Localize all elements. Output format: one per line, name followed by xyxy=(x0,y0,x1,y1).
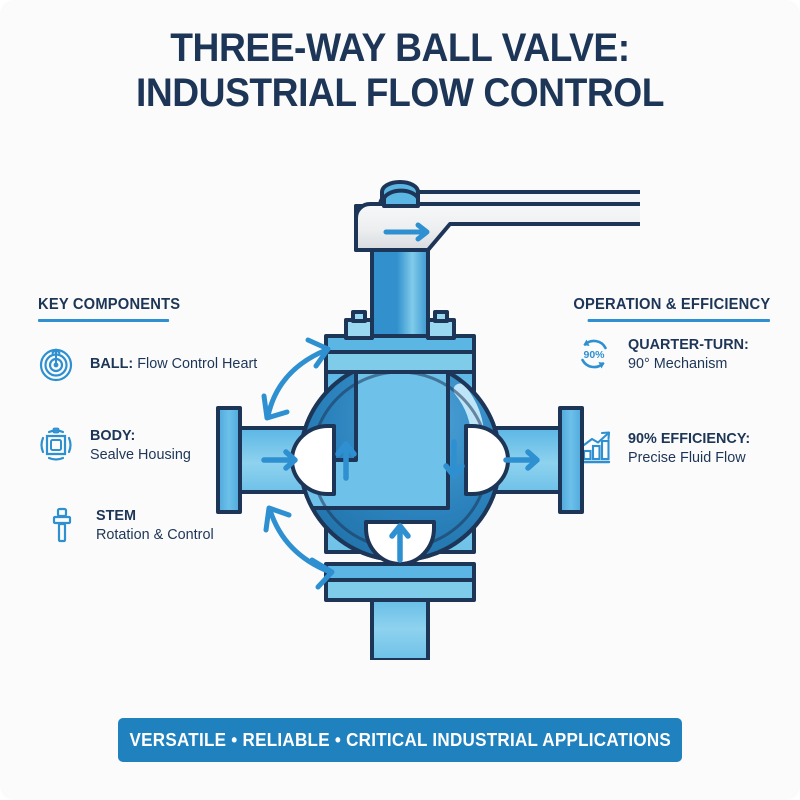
left-seat-arrow xyxy=(335,441,357,481)
feature-quarter-turn: 90% QUARTER-TURN: 90° Mechanism xyxy=(574,334,754,374)
feature-ball-title: BALL: xyxy=(90,355,134,373)
feature-ball-subtitle: Flow Control Heart xyxy=(137,355,258,373)
right-seat xyxy=(464,424,510,496)
right-flow-arrow xyxy=(503,449,540,471)
footer-text: VERSATILE • RELIABLE • CRITICAL INDUSTRI… xyxy=(129,729,671,750)
feature-body-text: BODY: Sealve Housing xyxy=(90,426,191,464)
feature-ball-text: BALL: Flow Control Heart xyxy=(90,354,257,373)
left-flow-arrow xyxy=(261,449,298,471)
feature-stem-text: STEM Rotation & Control xyxy=(96,506,214,544)
heading-underline xyxy=(38,319,170,322)
three-way-ball-valve-diagram xyxy=(216,180,640,660)
left-column-heading-text: KEY COMPONENTS xyxy=(38,296,181,313)
feature-ball: BALL: Flow Control Heart xyxy=(36,344,264,384)
feature-quarter-turn-title: QUARTER-TURN: xyxy=(628,335,749,353)
page-title: THREE-WAY BALL VALVE: INDUSTRIAL FLOW CO… xyxy=(28,26,772,116)
handle-overlay xyxy=(354,188,640,252)
feature-stem: STEM Rotation & Control xyxy=(42,505,219,545)
valve-body-icon xyxy=(40,427,72,461)
feature-quarter-turn-subtitle: 90° Mechanism xyxy=(628,355,728,372)
feature-efficiency-subtitle: Precise Fluid Flow xyxy=(628,449,746,466)
feature-stem-subtitle: Rotation & Control xyxy=(96,526,214,543)
bonnet-flange xyxy=(324,310,476,374)
circular-arrows-90-icon: 90% xyxy=(581,339,607,369)
bottom-port-flange xyxy=(324,562,476,602)
title-line-1: THREE-WAY BALL VALVE: xyxy=(170,26,630,70)
handle-arrow-head xyxy=(415,222,430,242)
feature-body: BODY: Sealve Housing xyxy=(36,425,195,465)
right-column-heading-text: OPERATION & EFFICIENCY xyxy=(573,296,770,313)
heading-underline xyxy=(587,319,770,322)
right-column-heading: OPERATION & EFFICIENCY xyxy=(573,296,770,322)
quarter-turn-icon-label: 90% xyxy=(583,349,605,361)
handle-pivot-cap xyxy=(382,188,420,208)
l-port-bore xyxy=(300,360,450,510)
feature-quarter-turn-text: QUARTER-TURN: 90° Mechanism xyxy=(628,335,749,373)
stem-icon xyxy=(52,507,72,543)
feature-body-title: BODY: xyxy=(90,426,136,444)
right-seat-arrow xyxy=(443,439,465,479)
left-column-heading: KEY COMPONENTS xyxy=(38,296,180,322)
rotation-arrow-upper-left xyxy=(261,337,331,421)
target-circles-icon xyxy=(39,348,73,382)
feature-efficiency-text: 90% EFFICIENCY: Precise Fluid Flow xyxy=(628,429,750,467)
title-line-2: INDUSTRIAL FLOW CONTROL xyxy=(136,70,664,115)
ball-element xyxy=(298,358,502,562)
feature-efficiency-title: 90% EFFICIENCY: xyxy=(628,429,751,447)
bottom-seat-arrow xyxy=(389,523,411,563)
left-seat xyxy=(290,424,336,496)
rotation-arrow-lower-left xyxy=(263,505,335,590)
feature-body-subtitle: Sealve Housing xyxy=(90,446,191,463)
footer-banner: VERSATILE • RELIABLE • CRITICAL INDUSTRI… xyxy=(118,718,682,762)
feature-stem-title: STEM xyxy=(96,506,137,524)
